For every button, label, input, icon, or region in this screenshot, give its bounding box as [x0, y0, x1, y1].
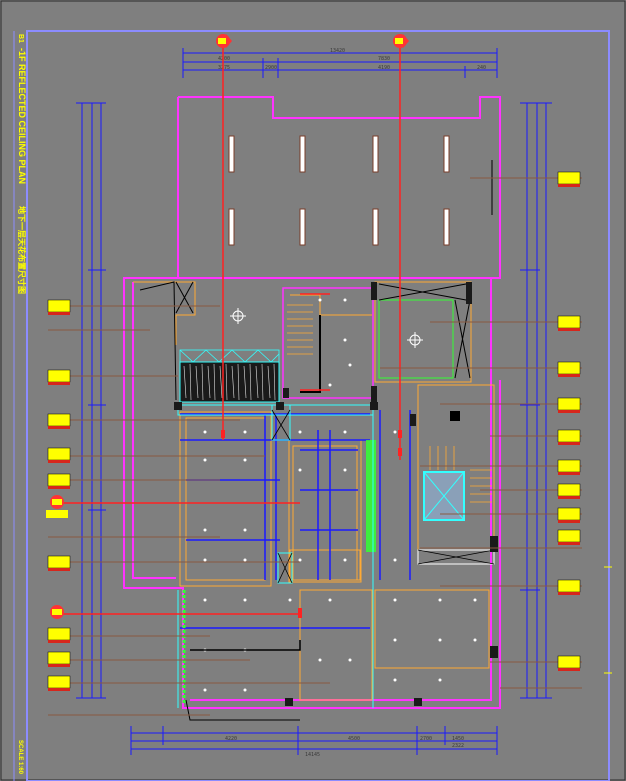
upper-hall-lights — [228, 135, 450, 246]
dim-top-sub-2: 2900 — [265, 65, 277, 71]
panel-top-truss — [179, 349, 280, 363]
dim-top-sub-4: 240 — [477, 65, 486, 71]
right-dimensions — [520, 102, 552, 699]
dim-top-total: 13420 — [330, 48, 345, 54]
left-section-markers — [46, 495, 68, 619]
cross-bracing — [271, 409, 293, 584]
drawing-code: B1 — [17, 34, 24, 43]
left-upper-room — [133, 281, 246, 401]
drawing-title: -1F REFLECTED CEILING PLAN — [17, 48, 27, 184]
dim-bottom-5: 1450 — [452, 736, 464, 742]
red-tick-marks — [221, 430, 402, 618]
texture-dots — [183, 363, 276, 401]
stair-core — [417, 384, 495, 565]
left-ceiling-tags — [47, 299, 71, 689]
drawing-subtitle: 地下一层天花布置尺寸图 — [17, 206, 27, 294]
section-lines — [60, 48, 401, 615]
right-tag-brackets — [558, 184, 580, 671]
bottom-dimensions — [130, 726, 498, 755]
dim-bottom-3: 2700 — [420, 736, 432, 742]
green-strip — [366, 440, 376, 552]
right-upper-room — [374, 281, 472, 383]
dim-top-left: 4200 — [218, 56, 230, 62]
dim-top-right: 7830 — [378, 56, 390, 62]
center-room — [282, 287, 374, 399]
section-marker-b — [393, 34, 409, 48]
ceiling-zone-left — [179, 411, 272, 587]
textured-ceiling-panel — [179, 361, 280, 403]
dim-bottom-4: 2322 — [452, 743, 464, 749]
right-ceiling-tags — [557, 171, 581, 669]
dim-bottom-2: 4500 — [348, 736, 360, 742]
drawing-scale: SCALE 1:60 — [17, 740, 23, 775]
dim-top-sub-3: 4190 — [378, 65, 390, 71]
section-marker-a — [216, 34, 232, 48]
dim-bottom-total: 14145 — [305, 752, 320, 758]
edge-ticks — [604, 566, 612, 674]
sheet-frame — [26, 30, 610, 781]
left-tag-brackets — [48, 312, 70, 691]
left-dimensions — [76, 102, 106, 699]
columns — [174, 282, 498, 706]
top-dimensions — [182, 48, 498, 78]
dim-bottom-1: 4220 — [225, 736, 237, 742]
lower-rooms — [182, 589, 490, 721]
dim-top-sub-1: 3275 — [218, 65, 230, 71]
